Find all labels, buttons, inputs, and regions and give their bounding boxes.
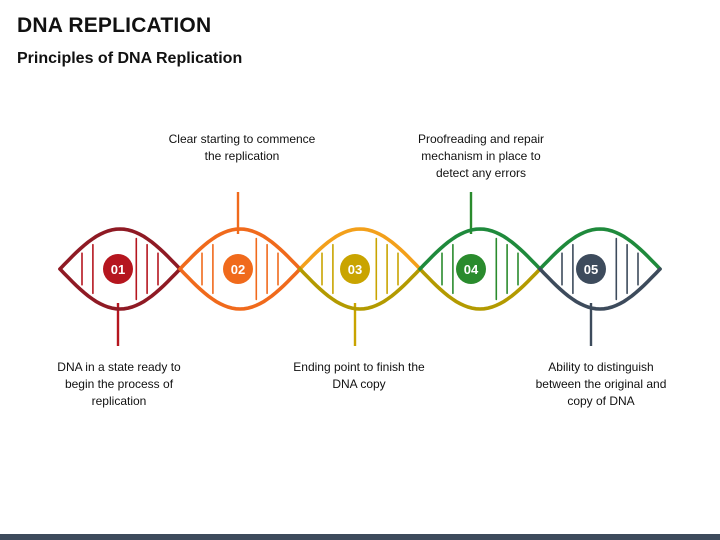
step-02-number: 02	[231, 262, 245, 277]
strand-a-segment	[178, 267, 302, 311]
page-subtitle: Principles of DNA Replication	[17, 50, 243, 67]
strand-b-segment	[178, 227, 302, 271]
step-04-number: 04	[464, 262, 479, 277]
page-title: DNA REPLICATION	[17, 14, 212, 37]
strand-b-segment	[58, 267, 182, 311]
footer-bar	[0, 534, 720, 540]
strand-a-segment	[418, 267, 542, 311]
step-03-badge	[340, 254, 370, 284]
step-05-caption: Ability to distinguish between the origi…	[535, 360, 667, 408]
step-01-badge	[103, 254, 133, 284]
step-04-badge	[456, 254, 486, 284]
strand-b-segment	[418, 227, 542, 271]
step-04-caption: Proofreading and repair mechanism in pla…	[417, 132, 545, 180]
strand-a-segment	[538, 227, 662, 271]
step-03-number: 03	[348, 262, 362, 277]
step-02-caption: Clear starting to commence the replicati…	[168, 132, 316, 163]
step-01-number: 01	[111, 262, 125, 277]
step-05-number: 05	[584, 262, 598, 277]
step-03-caption: Ending point to finish the DNA copy	[293, 360, 425, 391]
strand-a-segment	[298, 227, 422, 271]
step-02-badge	[223, 254, 253, 284]
step-01-caption: DNA in a state ready to begin the proces…	[57, 360, 181, 408]
strand-b-segment	[298, 267, 422, 311]
step-05-badge	[576, 254, 606, 284]
strand-a-segment	[58, 227, 182, 271]
strand-b-segment	[538, 267, 662, 311]
